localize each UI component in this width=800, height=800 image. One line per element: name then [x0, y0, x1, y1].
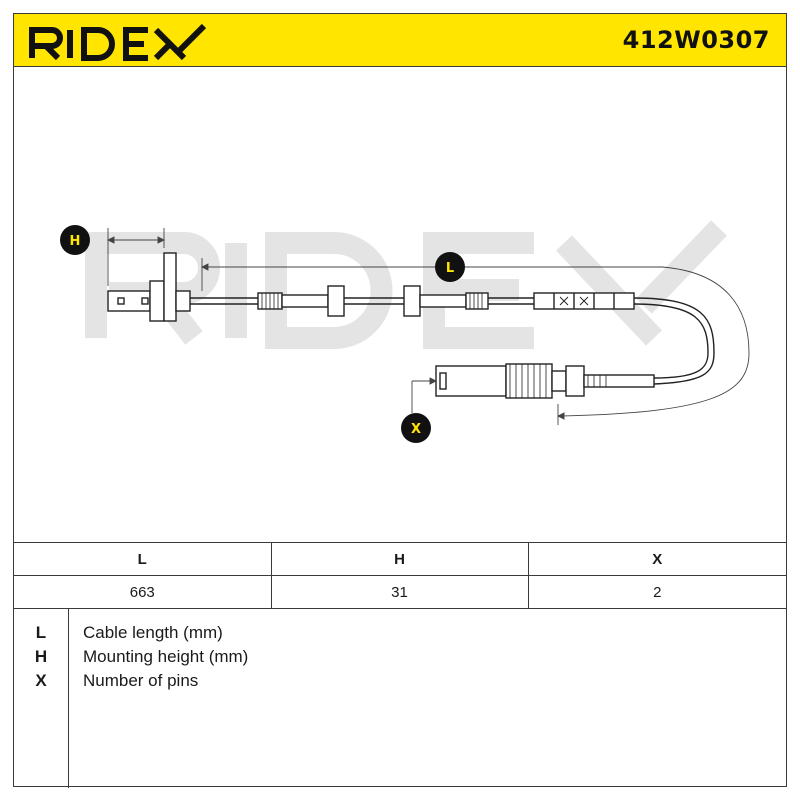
spec-header-l: L [14, 542, 272, 576]
legend-key-l: L [35, 623, 47, 642]
label-h: H [60, 225, 90, 255]
spec-value-x: 2 [528, 575, 786, 609]
ridex-watermark [85, 220, 727, 349]
header-bar: 412W0307 [14, 14, 786, 67]
technical-drawing: H L X [60, 220, 750, 443]
legend: L H X Cable length (mm) Mounting height … [14, 608, 786, 788]
cable-clip [533, 292, 635, 310]
part-number: 412W0307 [622, 26, 770, 54]
product-sheet: 412W0307 [13, 13, 787, 788]
legend-keys: L H X [14, 609, 69, 788]
legend-key-x: X [35, 671, 47, 690]
spec-header-h: H [271, 542, 529, 576]
label-l: L [435, 252, 465, 282]
legend-text-l: Cable length (mm) [83, 623, 223, 642]
spec-table-header-row: L H X [14, 542, 786, 576]
legend-key-h: H [34, 647, 48, 666]
legend-text-h: Mounting height (mm) [83, 647, 249, 666]
spec-table: L H X 663 31 2 [14, 542, 786, 609]
svg-text:H: H [70, 234, 81, 249]
spec-value-l: 663 [14, 575, 272, 609]
spec-header-x: X [528, 542, 786, 576]
legend-descriptions: Cable length (mm) Mounting height (mm) N… [83, 609, 248, 693]
grommet-2 [403, 285, 489, 317]
connector [435, 363, 655, 399]
label-x: X [401, 413, 431, 443]
dimension-lines [106, 228, 750, 425]
spec-value-h: 31 [271, 575, 529, 609]
sensor-head [107, 252, 191, 322]
spec-table-value-row: 663 31 2 [14, 575, 786, 609]
cable [190, 297, 715, 385]
svg-text:X: X [411, 422, 421, 437]
svg-text:L: L [446, 261, 454, 276]
legend-text-x: Number of pins [83, 671, 199, 690]
ridex-logo [29, 23, 207, 61]
grommet-1 [257, 285, 345, 317]
